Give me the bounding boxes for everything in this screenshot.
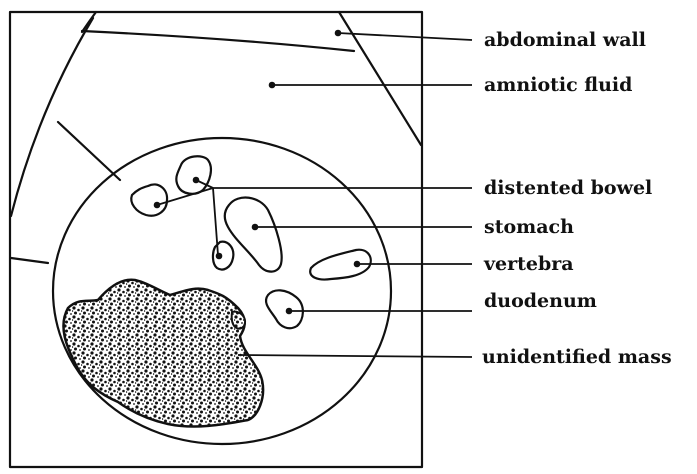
unidentified-mass [63,280,263,427]
abdominal-wall-inner-arc [82,31,354,51]
left-wall-line-2 [58,122,120,180]
abdominal-wall-top-arc [82,12,96,32]
dot-stomach [252,224,259,231]
dot-bowel-3 [216,253,223,260]
dot-duodenum [286,308,293,315]
label-amniotic-fluid: amniotic fluid [484,74,632,96]
label-distented-bowel: distented bowel [484,177,652,199]
abdominal-wall-right-edge [339,12,421,145]
leader-unidentified-mass [238,355,472,357]
dot-bowel-2 [154,202,161,209]
dot-vertebra [354,261,361,268]
left-wall-line-1 [11,18,93,216]
leader-abdominal-wall [338,33,472,40]
leader-distented-bowel [157,180,472,255]
label-abdominal-wall: abdominal wall [484,29,646,51]
bowel-loop-1 [176,156,211,193]
bowel-loop-2 [131,184,167,215]
dot-bowel-1 [193,177,200,184]
label-vertebra: vertebra [483,253,574,275]
duodenum-outline [266,290,303,328]
label-stomach: stomach [484,216,574,238]
label-duodenum: duodenum [484,290,597,312]
left-wall-line-3 [11,258,48,263]
label-unidentified-mass: unidentified mass [482,346,672,368]
dot-amniotic-fluid [269,82,276,89]
dot-abdominal-wall [335,30,342,37]
